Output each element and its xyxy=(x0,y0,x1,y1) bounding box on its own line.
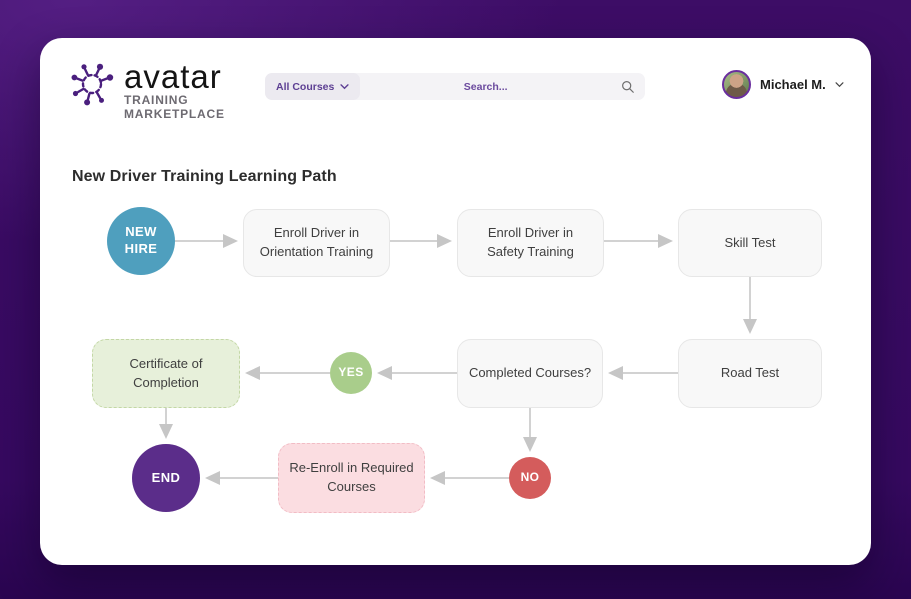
node-safety-training[interactable]: Enroll Driver in Safety Training xyxy=(457,209,604,277)
node-skill-test[interactable]: Skill Test xyxy=(678,209,822,277)
node-reenroll-label: Re-Enroll in Required Courses xyxy=(289,460,414,494)
flow-arrows xyxy=(159,234,757,485)
courses-filter-label: All Courses xyxy=(276,80,335,93)
node-orientation-label: Enroll Driver in Orientation Training xyxy=(259,225,374,259)
node-skill-test-label: Skill Test xyxy=(724,234,776,250)
page-title: New Driver Training Learning Path xyxy=(72,168,337,185)
node-new-hire-label: NEW HIRE xyxy=(124,224,158,256)
user-name: Michael M. xyxy=(760,77,826,92)
node-completed-label: Completed Courses? xyxy=(468,365,592,381)
node-certificate-label: Certificate of Completion xyxy=(129,355,203,390)
brand-tagline-line2: MARKETPLACE xyxy=(124,107,225,122)
node-new-hire: NEW HIRE xyxy=(107,207,175,275)
node-road-test-label: Road Test xyxy=(720,365,780,381)
node-certificate[interactable]: Certificate of Completion xyxy=(92,339,240,408)
node-no-label: NO xyxy=(520,470,540,485)
app-window: avatar TRAINING MARKETPLACE All Courses … xyxy=(40,38,871,565)
chevron-down-icon xyxy=(835,81,844,87)
node-yes-label: YES xyxy=(338,365,364,380)
node-safety-label: Enroll Driver in Safety Training xyxy=(487,225,574,259)
node-reenroll[interactable]: Re-Enroll in Required Courses xyxy=(278,443,425,513)
node-end-label: END xyxy=(151,469,181,485)
learning-path-flowchart: NEW HIRE Enroll Driver in Orientation Tr… xyxy=(40,38,871,565)
search-input[interactable] xyxy=(360,73,611,100)
chevron-down-icon xyxy=(340,83,349,89)
user-avatar xyxy=(722,70,751,99)
node-completed-courses[interactable]: Completed Courses? xyxy=(457,339,603,408)
brand-logo[interactable]: avatar TRAINING MARKETPLACE xyxy=(70,60,225,122)
search-bar: All Courses xyxy=(265,73,645,100)
brand-wordmark: avatar xyxy=(124,58,222,95)
user-menu[interactable]: Michael M. xyxy=(722,70,844,99)
node-road-test[interactable]: Road Test xyxy=(678,339,822,408)
node-yes: YES xyxy=(330,352,372,394)
brand-tagline-line1: TRAINING xyxy=(124,93,189,107)
avatar-molecule-icon xyxy=(71,63,114,106)
node-end: END xyxy=(132,444,200,512)
courses-filter-dropdown[interactable]: All Courses xyxy=(265,73,361,100)
search-icon xyxy=(622,80,634,93)
node-orientation-training[interactable]: Enroll Driver in Orientation Training xyxy=(243,209,390,277)
node-no: NO xyxy=(509,457,551,499)
search-button[interactable] xyxy=(611,73,645,100)
